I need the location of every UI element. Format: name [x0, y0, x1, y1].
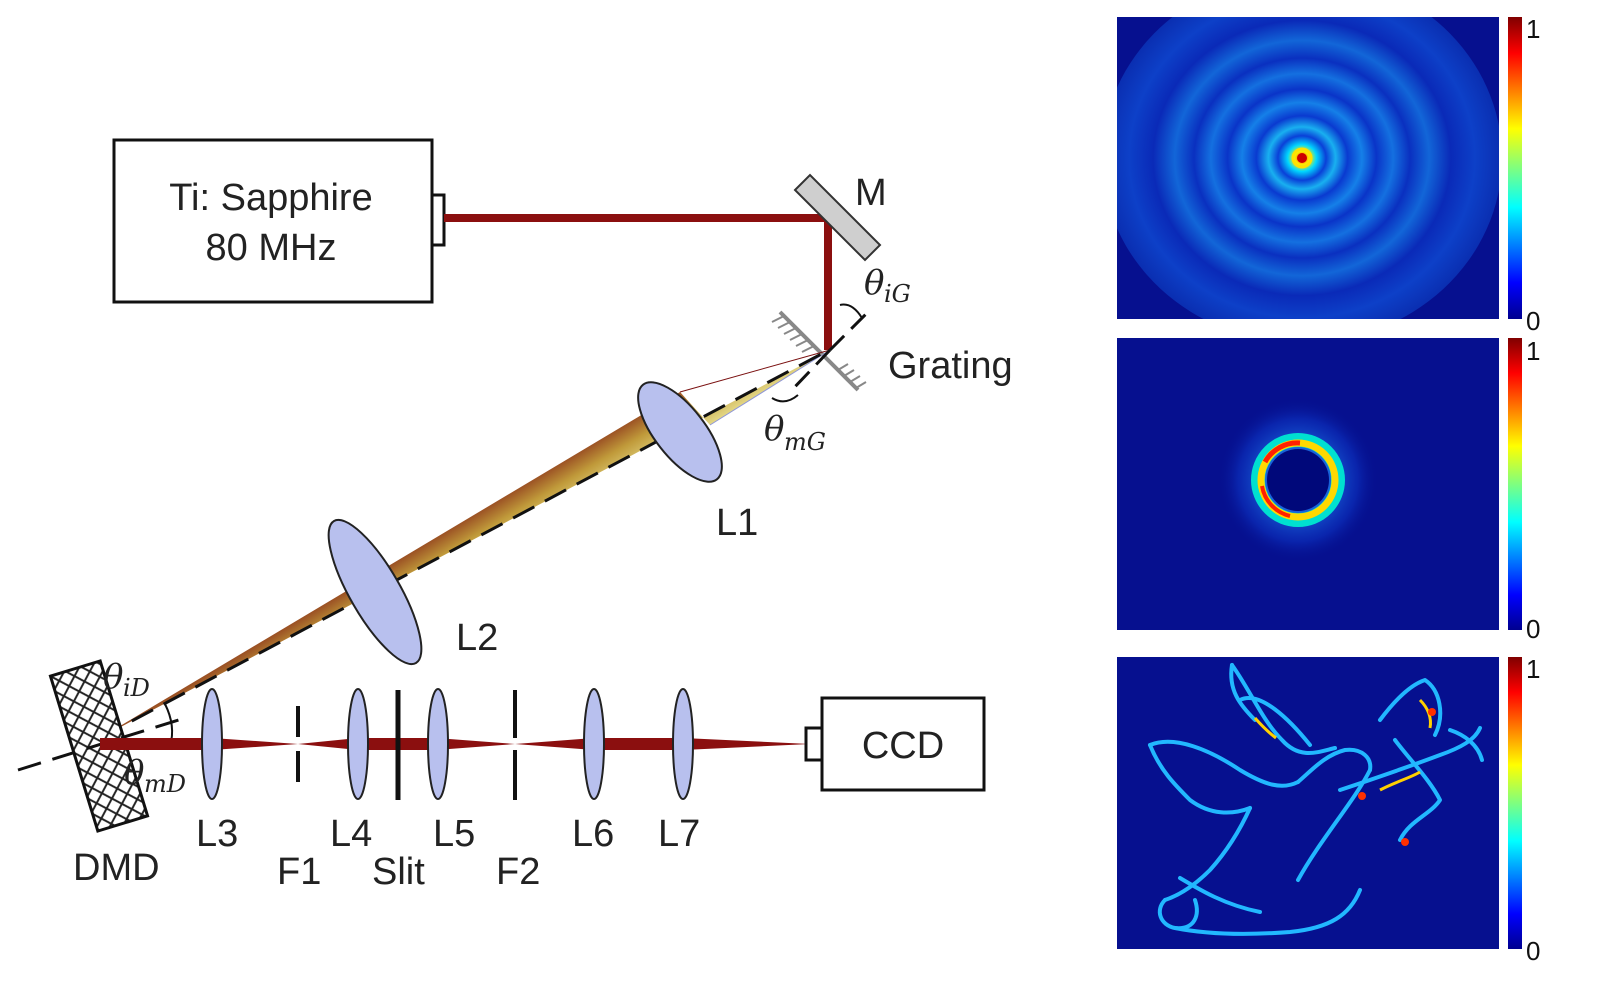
lens-L7-label: L7 — [658, 813, 700, 855]
subscript-iD: iD — [123, 674, 150, 702]
panel-vortex-ring: 1 0 — [1117, 336, 1540, 644]
angle-theta-mG: θ mG — [764, 409, 826, 456]
colorbar-1-min: 0 — [1526, 306, 1540, 336]
theta-symbol: θ — [124, 753, 144, 793]
colorbar-3 — [1508, 657, 1522, 949]
theta-symbol: θ — [103, 657, 123, 697]
colorbar-1 — [1508, 17, 1522, 319]
laser-source: Ti: Sapphire 80 MHz — [112, 138, 446, 304]
ccd-camera: CCD — [804, 696, 986, 792]
laser-box — [112, 138, 434, 304]
lens-L4-label: L4 — [330, 813, 372, 855]
angle-theta-iD: θ iD — [103, 657, 150, 702]
subscript-iG: iG — [884, 280, 911, 308]
panel-dove-pattern: 1 0 — [1117, 654, 1540, 966]
ccd-port — [804, 726, 824, 762]
laser-rep-rate: 80 MHz — [206, 227, 337, 269]
ccd-label: CCD — [862, 725, 944, 767]
lens-L6-label: L6 — [572, 813, 614, 855]
ccd-body — [820, 696, 986, 792]
laser-name: Ti: Sapphire — [169, 177, 372, 219]
colorbar-3-max: 1 — [1526, 654, 1540, 684]
laser-output-port — [430, 193, 446, 247]
mirror-label: M — [855, 172, 887, 214]
lens-L5: L5 — [427, 688, 475, 855]
lens-L7: L7 — [658, 688, 700, 855]
lens-L3-label: L3 — [196, 813, 238, 855]
lens-L4: L4 — [330, 688, 372, 855]
dispersed-beam — [99, 349, 831, 740]
lens-L6: L6 — [572, 688, 614, 855]
colorbar-2-max: 1 — [1526, 336, 1540, 366]
slit: Slit — [372, 690, 425, 893]
filter-F2-label: F2 — [496, 851, 540, 893]
theta-symbol: θ — [764, 409, 784, 449]
lens-L2: L2 — [327, 518, 498, 666]
dmd-label: DMD — [73, 847, 160, 889]
filter-F1-label: F1 — [277, 851, 321, 893]
lens-L3: L3 — [196, 688, 238, 855]
subscript-mD: mD — [144, 770, 186, 798]
panel-bessel-beam: 1 0 — [1117, 14, 1540, 336]
mirror: M — [793, 172, 887, 262]
theta-symbol: θ — [864, 263, 884, 303]
input-beam — [444, 214, 832, 350]
lens-L1: L1 — [637, 381, 758, 544]
filter-F2: F2 — [496, 690, 540, 893]
grating-label: Grating — [888, 345, 1013, 387]
filter-F1: F1 — [277, 706, 321, 893]
lens-L5-label: L5 — [433, 813, 475, 855]
angle-theta-iG: θ iG — [864, 263, 911, 308]
colorbar-2 — [1508, 338, 1522, 630]
colorbar-1-max: 1 — [1526, 14, 1540, 44]
colorbar-2-min: 0 — [1526, 614, 1540, 644]
subscript-mG: mG — [784, 428, 826, 456]
grating-normal — [771, 303, 872, 403]
colorbar-3-min: 0 — [1526, 936, 1540, 966]
lens-L1-label: L1 — [716, 502, 758, 544]
grating: Grating — [771, 310, 1013, 392]
angle-theta-mD: θ mD — [124, 753, 186, 798]
slit-label: Slit — [372, 851, 425, 893]
lens-L2-label: L2 — [456, 617, 498, 659]
